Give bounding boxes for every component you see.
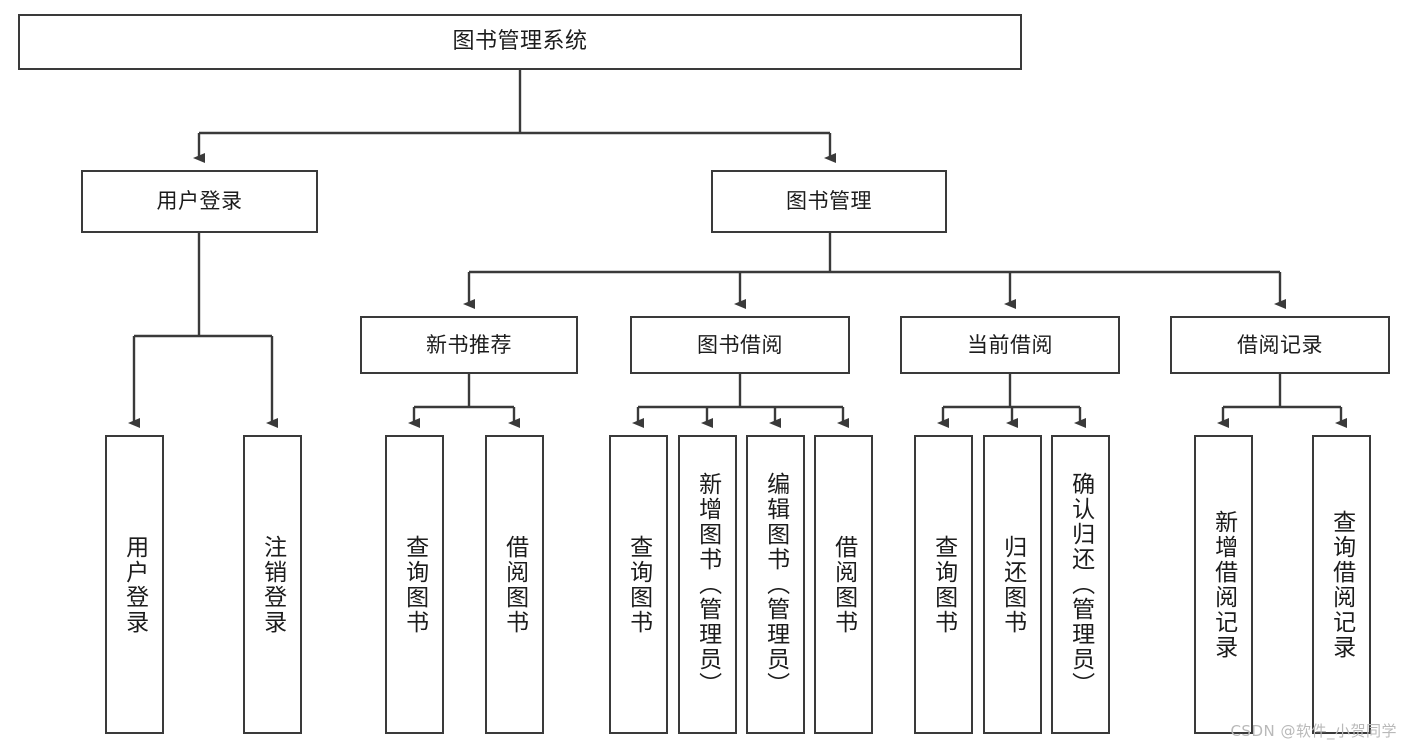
leaf-confirm-return-admin-label: 确认归还（管理员） xyxy=(1067,472,1094,697)
leaf-confirm-return-admin[interactable]: 确认归还（管理员） xyxy=(1051,435,1110,734)
leaf-borrow-book-recommend-label: 借阅图书 xyxy=(501,534,528,635)
watermark: CSDN @软件_小贺同学 xyxy=(1230,722,1397,740)
leaf-search-book-current[interactable]: 查询图书 xyxy=(914,435,973,734)
leaf-search-borrow-record-label: 查询借阅记录 xyxy=(1328,509,1355,660)
leaf-search-book-borrow-label: 查询图书 xyxy=(625,534,652,635)
leaf-user-login[interactable]: 用户登录 xyxy=(105,435,164,734)
leaf-add-book-admin[interactable]: 新增图书（管理员） xyxy=(678,435,737,734)
leaf-borrow-book-recommend[interactable]: 借阅图书 xyxy=(485,435,544,734)
node-borrow-records-label: 借阅记录 xyxy=(1237,332,1323,357)
leaf-borrow-book[interactable]: 借阅图书 xyxy=(814,435,873,734)
leaf-add-borrow-record-label: 新增借阅记录 xyxy=(1210,509,1237,660)
leaf-return-book-label: 归还图书 xyxy=(999,534,1026,635)
leaf-borrow-book-label: 借阅图书 xyxy=(830,534,857,635)
node-new-book-recommend-label: 新书推荐 xyxy=(426,332,512,357)
leaf-search-book-current-label: 查询图书 xyxy=(930,534,957,635)
leaf-search-book-borrow[interactable]: 查询图书 xyxy=(609,435,668,734)
node-book-borrow[interactable]: 图书借阅 xyxy=(630,316,850,374)
node-book-management[interactable]: 图书管理 xyxy=(711,170,947,233)
leaf-return-book[interactable]: 归还图书 xyxy=(983,435,1042,734)
node-book-borrow-label: 图书借阅 xyxy=(697,332,783,357)
leaf-add-borrow-record[interactable]: 新增借阅记录 xyxy=(1194,435,1253,734)
leaf-search-borrow-record[interactable]: 查询借阅记录 xyxy=(1312,435,1371,734)
leaf-add-book-admin-label: 新增图书（管理员） xyxy=(694,472,721,697)
node-root[interactable]: 图书管理系统 xyxy=(18,14,1022,70)
leaf-search-book-recommend-label: 查询图书 xyxy=(401,534,428,635)
leaf-search-book-recommend[interactable]: 查询图书 xyxy=(385,435,444,734)
node-current-borrow-label: 当前借阅 xyxy=(967,332,1053,357)
node-user-login[interactable]: 用户登录 xyxy=(81,170,318,233)
node-root-label: 图书管理系统 xyxy=(452,29,588,55)
node-current-borrow[interactable]: 当前借阅 xyxy=(900,316,1120,374)
leaf-user-login-label: 用户登录 xyxy=(121,534,148,635)
node-borrow-records[interactable]: 借阅记录 xyxy=(1170,316,1390,374)
leaf-edit-book-admin-label: 编辑图书（管理员） xyxy=(762,472,789,697)
node-new-book-recommend[interactable]: 新书推荐 xyxy=(360,316,578,374)
leaf-logout[interactable]: 注销登录 xyxy=(243,435,302,734)
leaf-edit-book-admin[interactable]: 编辑图书（管理员） xyxy=(746,435,805,734)
leaf-logout-label: 注销登录 xyxy=(259,534,286,635)
node-book-management-label: 图书管理 xyxy=(786,189,872,214)
node-user-login-label: 用户登录 xyxy=(156,189,243,214)
